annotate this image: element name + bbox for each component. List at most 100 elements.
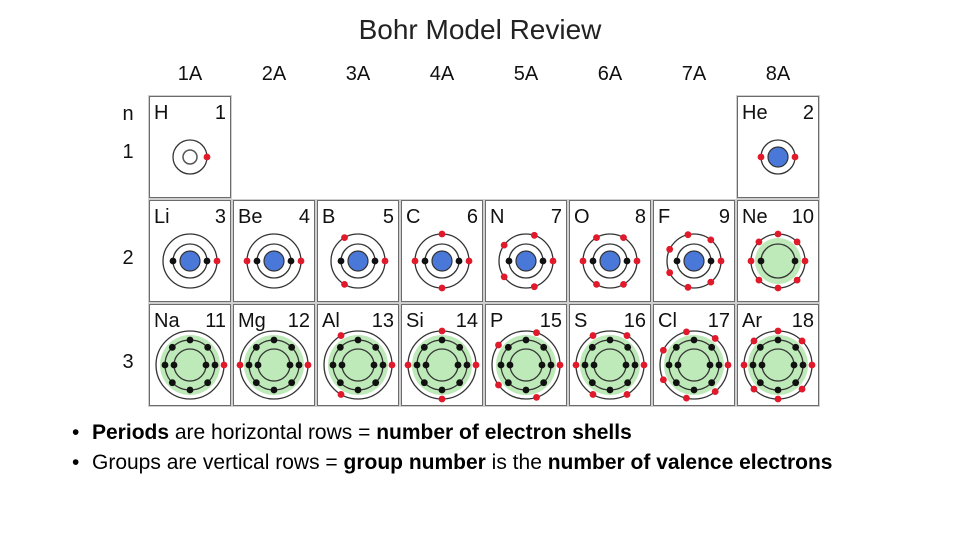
element-symbol: H [154,102,168,124]
valence-electron [341,280,348,288]
core-fill [748,335,808,395]
inner-electron [252,343,260,351]
valence-electron [438,395,446,403]
inner-electron [287,257,295,265]
valence-electron [620,234,627,242]
inner-electron [253,257,261,265]
nucleus [431,250,453,272]
group-header-5a: 5A [514,63,539,85]
valence-electron [589,391,597,398]
inner-electron [539,257,547,265]
bullet-groups: Groups are vertical rows = group number … [72,448,932,478]
valence-electron [236,361,244,369]
valence-electron [659,346,667,354]
bullet-1-seg-1: Periods [92,421,170,444]
nucleus [179,250,201,272]
group-header-6a: 6A [598,63,623,85]
inner-electron [547,361,555,369]
inner-electron [186,336,194,344]
element-symbol: Li [154,206,170,228]
inner-electron [581,361,589,369]
atomic-number: 7 [551,206,562,228]
inner-electron [540,343,548,351]
inner-electron [590,361,598,369]
valence-electron [659,376,667,384]
valence-electron [203,153,211,161]
period-number-2: 2 [122,247,133,269]
valence-electron [337,332,345,339]
atomic-number: 12 [288,310,310,332]
inner-electron [623,257,631,265]
inner-electron [270,386,278,394]
nucleus [683,250,705,272]
valence-electron [755,238,763,246]
atomic-number: 2 [803,102,814,124]
element-symbol: C [406,206,420,228]
slide-title: Bohr Model Review [358,14,602,45]
inner-electron [506,361,514,369]
element-symbol: Ar [742,310,762,332]
valence-electron [495,381,502,389]
bullet-2-seg-2: group number [343,451,486,474]
element-symbol: He [742,102,768,124]
inner-electron [211,361,219,369]
inner-electron [354,386,362,394]
inner-electron [456,343,464,351]
element-symbol: Ne [742,206,768,228]
group-header-2a: 2A [262,63,287,85]
valence-electron [755,276,763,284]
nucleus [263,250,285,272]
inner-electron [522,386,530,394]
valence-electron [684,231,692,239]
period-number-3: 3 [122,351,133,373]
core-fill [755,238,801,284]
valence-electron [388,361,396,369]
inner-electron [170,361,178,369]
core-fill [244,335,304,395]
inner-electron [504,379,512,387]
inner-electron [454,361,462,369]
valence-electron [793,238,801,246]
atomic-number: 17 [708,310,730,332]
inner-electron [286,361,294,369]
valence-electron [623,332,631,339]
element-symbol: N [490,206,504,228]
inner-electron [792,379,800,387]
valence-electron [530,231,538,239]
valence-electron [684,283,692,291]
inner-electron [288,343,296,351]
period-number-1: 1 [122,141,133,163]
valence-electron [798,337,806,345]
valence-electron [774,284,782,292]
inner-electron [456,379,464,387]
group-header-3a: 3A [346,63,371,85]
inner-electron [372,343,380,351]
valence-electron [533,329,540,337]
inner-electron [588,343,596,351]
atomic-number: 4 [299,206,310,228]
valence-electron [243,257,251,265]
inner-electron [203,257,211,265]
valence-electron [549,257,557,265]
core-fill [496,335,556,395]
inner-electron [338,361,346,369]
inner-electron [707,257,715,265]
valence-electron [666,269,674,277]
atomic-number: 5 [383,206,394,228]
element-symbol: Mg [238,310,266,332]
nucleus [599,250,621,272]
group-header-4a: 4A [430,63,455,85]
inner-electron [422,361,430,369]
inner-electron [420,343,428,351]
inner-electron [622,361,630,369]
inner-electron [624,343,632,351]
inner-electron [674,361,682,369]
